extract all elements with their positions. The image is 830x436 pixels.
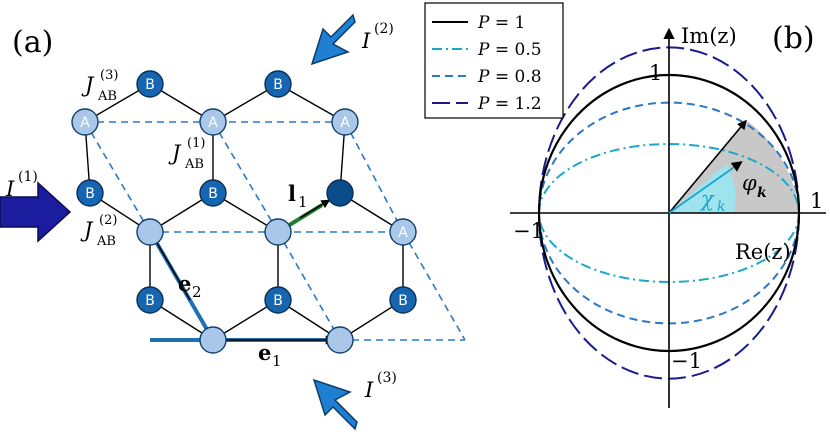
tick-pos-one-y: 1 [649, 61, 662, 85]
site-A-unlabeled [264, 218, 292, 246]
svg-text:φ: φ [742, 171, 757, 195]
coupling-label-2: J (2) AB [80, 213, 117, 249]
svg-text:(2): (2) [374, 21, 394, 37]
legend-label: P = 1 [477, 13, 525, 33]
chi-arrow [668, 161, 743, 214]
panel-a: (a) [0, 13, 466, 431]
current-arrow-1 [0, 181, 72, 243]
site-A: A [199, 108, 227, 136]
site-B: B [264, 70, 292, 98]
svg-text:e: e [178, 271, 191, 296]
panel-b: (b) Im(z) Re(z) 1 −1 1 −1 φ k χ k P = 1P… [424, 2, 826, 408]
legend-label: P = 0.5 [477, 40, 542, 60]
coupling-label-3: J (3) AB [81, 68, 118, 104]
site-B-dark-unlabeled [326, 179, 354, 207]
svg-text:A: A [208, 115, 218, 131]
site-B: B [389, 286, 417, 314]
svg-text:A: A [80, 115, 90, 131]
tick-neg-one-y: −1 [671, 349, 702, 373]
legend: P = 1 P = 0.5 P = 0.8 P = 1.2 [424, 2, 564, 119]
svg-text:B: B [208, 186, 218, 202]
svg-text:B: B [273, 77, 283, 93]
vector-e2-arrowhead [151, 233, 191, 301]
coupling-label-1: J (1) AB [168, 136, 205, 172]
svg-text:(2): (2) [99, 213, 117, 228]
site-B: B [76, 179, 104, 207]
axis-label-im: Im(z) [681, 24, 737, 48]
current-arrow-2 [310, 13, 356, 66]
site-A: A [71, 108, 99, 136]
svg-text:AB: AB [184, 157, 204, 172]
panel-label-a: (a) [12, 25, 53, 60]
legend-items: P = 1 P = 0.5 P = 0.8 P = 1.2 [432, 13, 542, 114]
current-label-1: I (1) [5, 169, 38, 201]
phi-arrow [668, 119, 747, 214]
svg-text:J: J [80, 218, 94, 242]
svg-text:I: I [361, 29, 371, 53]
angle-label-phi: φ k [742, 171, 767, 201]
site-A-unlabeled [326, 326, 354, 354]
svg-text:AB: AB [97, 89, 117, 104]
svg-text:B: B [273, 293, 283, 309]
tick-pos-one-x: 1 [810, 189, 823, 213]
tick-neg-one-x: −1 [513, 219, 544, 243]
svg-text:e: e [258, 340, 271, 365]
svg-text:B: B [145, 293, 155, 309]
vector-label-e1: e 1 [258, 340, 282, 370]
svg-text:J: J [168, 141, 182, 165]
svg-text:B: B [398, 293, 408, 309]
svg-text:A: A [398, 225, 408, 241]
sites-B: B B B B B B B [76, 70, 417, 314]
angle-label-chi: χ k [699, 187, 725, 215]
vector-label-l1: l 1 [288, 181, 308, 211]
legend-label: P = 1.2 [477, 94, 542, 114]
legend-label: P = 0.8 [477, 67, 542, 87]
svg-text:I: I [5, 177, 15, 201]
svg-text:(3): (3) [100, 68, 118, 83]
current-label-3: I (3) [364, 370, 397, 402]
svg-text:2: 2 [192, 283, 202, 301]
site-A-unlabeled [136, 218, 164, 246]
panel-label-b: (b) [772, 21, 815, 56]
svg-text:AB: AB [96, 234, 116, 249]
svg-text:1: 1 [298, 193, 308, 211]
svg-text:(1): (1) [187, 136, 205, 151]
svg-text:A: A [340, 115, 350, 131]
svg-text:k: k [717, 199, 725, 215]
current-arrow-3 [312, 378, 358, 431]
vector-label-e2: e 2 [178, 271, 202, 301]
sites-A: A A A A [71, 108, 417, 354]
svg-text:χ: χ [699, 187, 715, 211]
site-A: A [389, 218, 417, 246]
site-A-unlabeled [199, 326, 227, 354]
svg-text:(1): (1) [18, 169, 38, 185]
svg-text:l: l [288, 181, 296, 206]
svg-text:J: J [81, 73, 95, 97]
vector-l1-arrowhead [299, 199, 331, 219]
svg-text:B: B [145, 77, 155, 93]
site-B: B [136, 70, 164, 98]
svg-text:I: I [364, 378, 374, 402]
current-label-2: I (2) [361, 21, 394, 53]
axis-label-re: Re(z) [735, 240, 791, 264]
site-B: B [199, 179, 227, 207]
site-B: B [264, 286, 292, 314]
svg-text:k: k [757, 185, 767, 201]
site-B: B [136, 286, 164, 314]
site-A: A [331, 108, 359, 136]
svg-text:(3): (3) [377, 370, 397, 386]
svg-text:B: B [85, 186, 95, 202]
svg-text:1: 1 [272, 352, 282, 370]
